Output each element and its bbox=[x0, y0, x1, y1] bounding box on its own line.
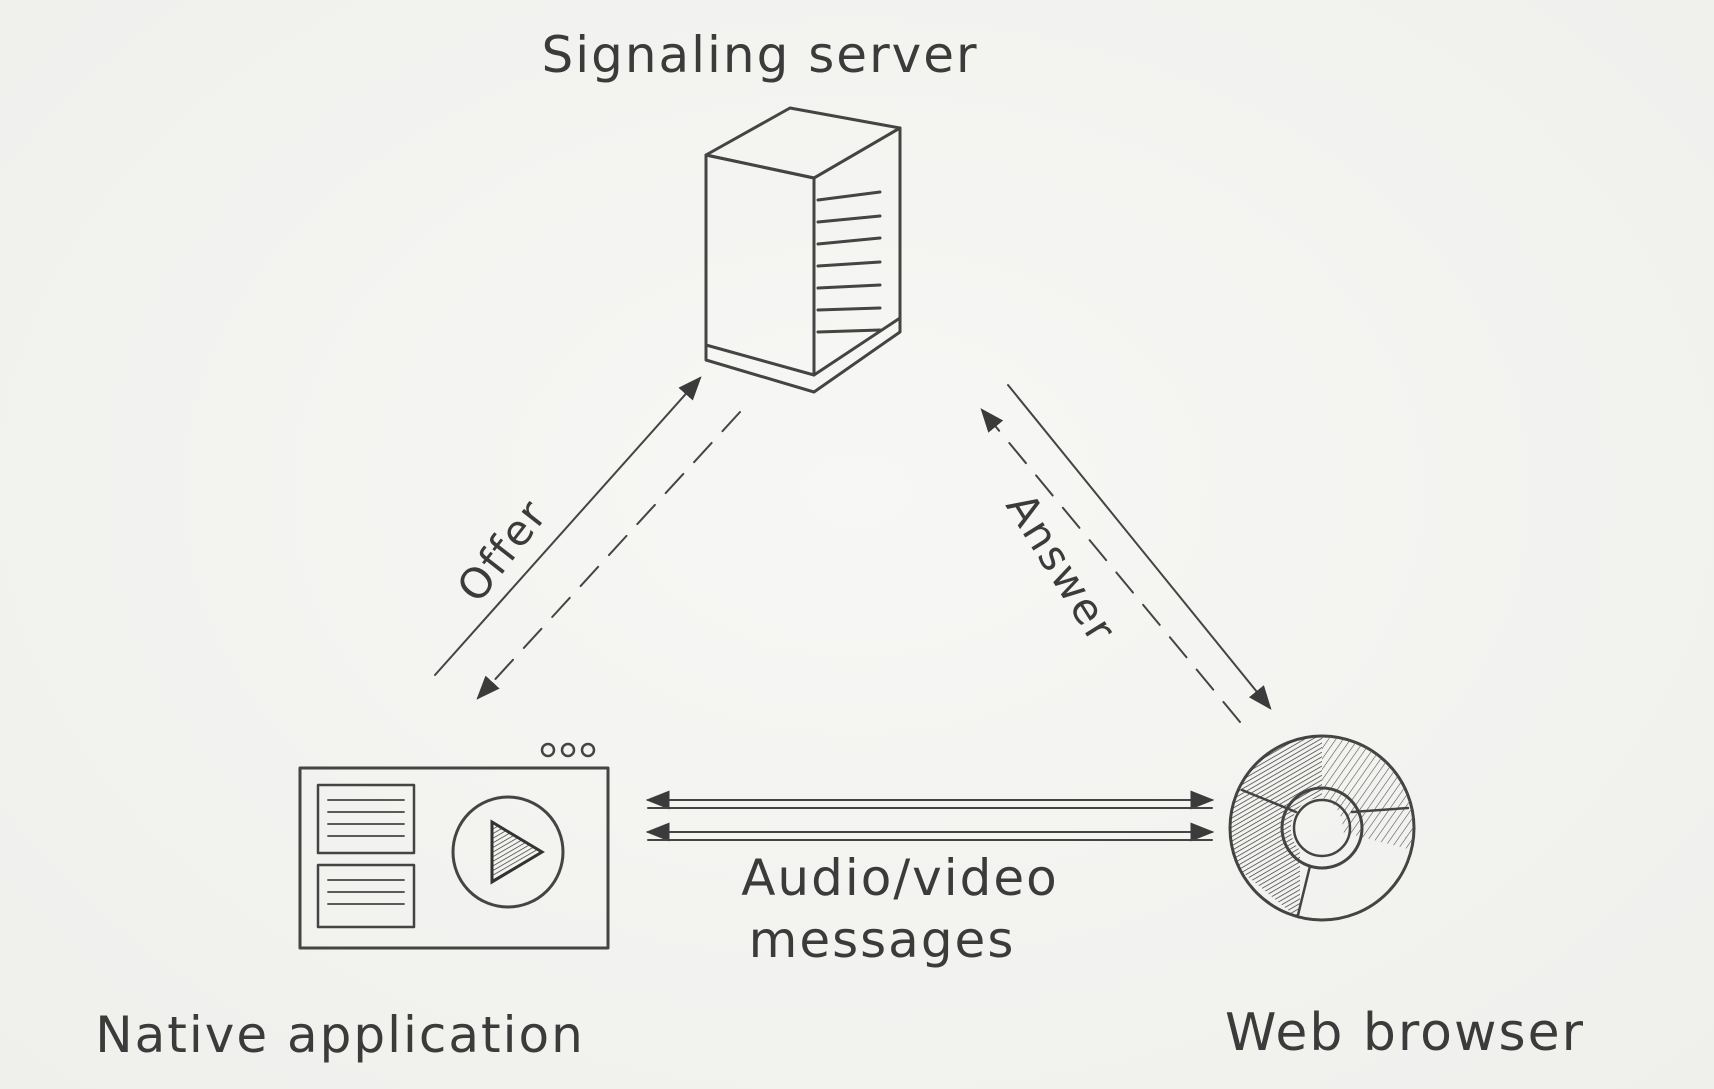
answer-return-arrow bbox=[980, 408, 1241, 723]
web-browser-label: Web browser bbox=[1225, 1003, 1585, 1063]
media-label-line1: Audio/video bbox=[741, 849, 1059, 907]
web-browser-icon bbox=[1228, 734, 1416, 922]
play-icon bbox=[490, 819, 545, 885]
signaling-server-label: Signaling server bbox=[541, 26, 978, 84]
server-icon bbox=[704, 106, 902, 394]
native-application-label: Native application bbox=[95, 1006, 585, 1064]
offer-return-arrow bbox=[476, 411, 741, 700]
native-application-icon bbox=[298, 742, 610, 950]
offer-label: Offer bbox=[447, 490, 557, 611]
offer-arrow bbox=[434, 376, 702, 676]
media-arrows bbox=[645, 790, 1215, 842]
answer-label: Answer bbox=[997, 484, 1127, 651]
media-label-line2: messages bbox=[749, 911, 1016, 969]
answer-arrow bbox=[1007, 384, 1272, 710]
